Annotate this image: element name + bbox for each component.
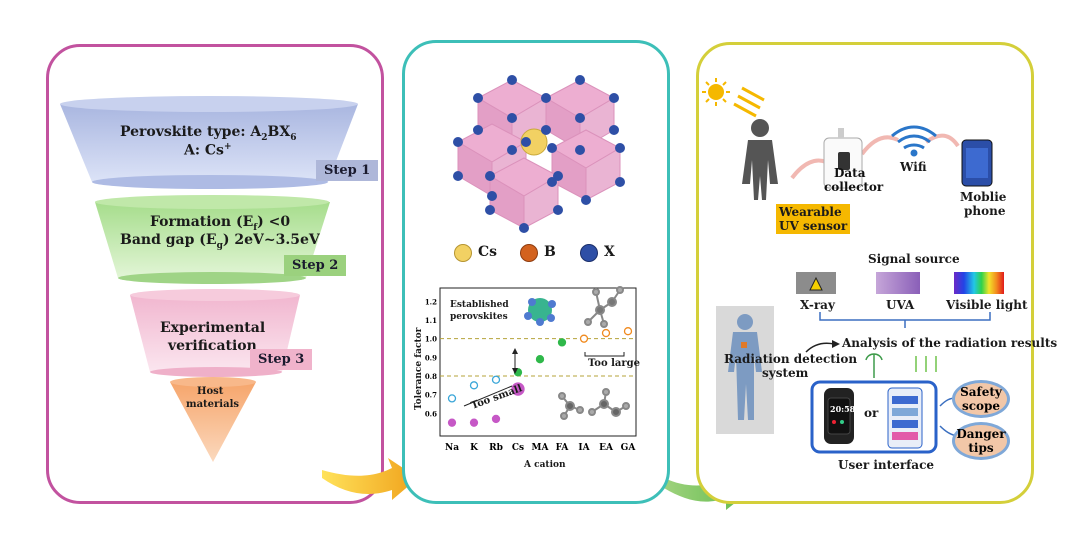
step-2-label: Step 2: [284, 255, 347, 276]
data-point: [623, 327, 633, 336]
legend-b-swatch: [520, 244, 538, 262]
annot-established: Established: [450, 300, 509, 310]
y-tick-label: 0.8: [425, 372, 437, 381]
stage3-line1: Experimental: [160, 320, 266, 336]
legend-b-label: B: [544, 244, 556, 260]
sun-icon: [702, 78, 765, 118]
system-label-2: system: [762, 366, 809, 380]
phone-label-1: Moblie: [960, 190, 1007, 204]
mobile-phone-icon: [961, 139, 993, 187]
collector-label-2: collector: [824, 180, 884, 194]
molecule-medium: [588, 388, 630, 417]
data-point: [511, 382, 525, 396]
stage2-bandgap: Band gap (Eg) 2eV~3.5eV: [120, 232, 320, 251]
data-point: [469, 418, 479, 427]
downward-arrows: [915, 356, 937, 372]
data-point: [491, 375, 501, 384]
data-point: [447, 394, 457, 403]
data-point: [469, 381, 479, 390]
funnel-stage-4: [170, 382, 256, 462]
legend-cs-swatch: [454, 244, 472, 262]
analysis-label: Analysis of the radiation results: [842, 336, 1058, 350]
cluster-illustration: [524, 298, 556, 326]
smartwatch-icon: [824, 388, 854, 444]
chart-frame: [439, 287, 637, 437]
x-tick-label: GA: [621, 443, 637, 453]
y-tick-label: 1.2: [425, 297, 437, 306]
wifi-label: Wifi: [900, 160, 927, 174]
uva-label: UVA: [886, 298, 915, 312]
x-tick-label: FA: [556, 443, 570, 453]
visible-label: Visible light: [946, 298, 1028, 312]
legend-x-label: X: [604, 244, 615, 260]
uva-swatch: [876, 272, 920, 294]
y-tick-label: 0.7: [425, 391, 437, 400]
human-silhouette-icon: [742, 119, 778, 200]
y-tick-label: 0.9: [425, 353, 437, 362]
x-tick-label: MA: [532, 443, 550, 453]
data-point: [601, 328, 611, 338]
stage4-line1: Host: [197, 386, 224, 397]
stage1-cation: A: Cs+: [184, 142, 232, 159]
y-tick-label: 1.0: [425, 335, 437, 344]
body-silhouette-icon: [728, 314, 762, 420]
too-large-bracket: [584, 352, 625, 357]
molecule-small: [558, 392, 584, 420]
legend-cs-label: Cs: [478, 244, 498, 260]
x-tick-label: Na: [445, 443, 459, 453]
step-3-label: Step 3: [250, 349, 313, 370]
stage1-title: Perovskite type: A2BX6: [120, 124, 297, 143]
legend-x-swatch: [580, 244, 598, 262]
data-point: [579, 334, 589, 343]
data-point: [491, 414, 501, 424]
x-tick-label: IA: [578, 443, 590, 453]
step-1-label: Step 1: [316, 160, 379, 181]
data-point: [535, 355, 545, 364]
arrow-to-panel-2: [322, 458, 418, 500]
or-label: or: [864, 406, 879, 420]
funnel-stage-2: [95, 202, 330, 278]
x-tick-label: EA: [599, 443, 614, 453]
chart-xlabel: A cation: [524, 460, 566, 470]
phone-app-icon: [887, 387, 923, 449]
x-tick-label: Rb: [489, 443, 503, 453]
signal-source-title: Signal source: [868, 252, 960, 266]
funnel-stage-1: [60, 104, 358, 182]
too-small-bracket: [463, 385, 513, 407]
x-tick-label: Cs: [512, 443, 524, 453]
xray-label: X-ray: [800, 298, 835, 312]
data-collector-icon: [823, 128, 863, 189]
stage3-line2: verification: [168, 338, 257, 354]
wifi-icon: [891, 125, 937, 157]
x-tick-label: K: [470, 443, 479, 453]
stage4-line2: materials: [186, 399, 240, 410]
visible-swatch: [954, 272, 1004, 294]
molecule-large: [584, 286, 624, 328]
sensor-badge: Wearable UV sensor: [776, 204, 851, 234]
y-tick-label: 0.6: [425, 409, 437, 418]
annot-perovskites: perovskites: [450, 312, 508, 322]
y-tick-label: 1.1: [425, 316, 437, 325]
phone-label-2: phone: [964, 204, 1006, 218]
system-label-1: Radiation detection: [724, 352, 858, 366]
xray-swatch-icon: [796, 272, 836, 294]
data-point: [447, 418, 457, 427]
ui-label: User interface: [838, 458, 935, 472]
annot-too-large: Too large: [588, 358, 641, 369]
stage2-formation: Formation (Ef) <0: [150, 214, 291, 233]
data-point: [557, 338, 567, 347]
watch-time: 20:58: [830, 404, 856, 414]
collector-label-1: Data: [834, 166, 866, 180]
antenna-icon: [865, 353, 883, 378]
